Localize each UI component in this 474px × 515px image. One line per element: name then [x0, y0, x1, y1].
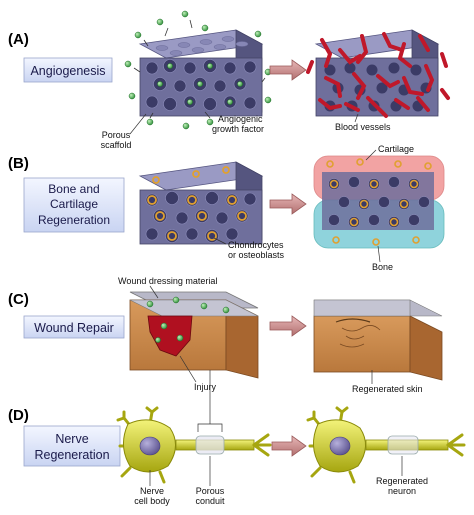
seeded-cells: [147, 166, 247, 241]
label-neuron: neuron: [388, 486, 416, 496]
panel-b: (B) Bone and Cartilage Regeneration Chon…: [8, 144, 445, 272]
regenerated-neuron: [306, 406, 466, 484]
vascularized-scaffold: [306, 29, 450, 118]
title-box: [23, 315, 125, 339]
transform-arrow: [269, 193, 307, 215]
seeded-scaffold-block: [138, 161, 264, 245]
transform-arrow: [269, 315, 307, 337]
label-porous: Porous: [102, 130, 131, 140]
panel-letter: (B): [8, 155, 29, 172]
porous-conduit: [195, 435, 225, 455]
panel-a: (A) Angiogenesis: [8, 10, 450, 150]
title-box: [23, 57, 113, 83]
nerve-with-conduit: [116, 406, 272, 484]
panel-title: Angiogenesis: [30, 64, 105, 78]
label-chondrocytes: Chondrocytes: [228, 240, 284, 250]
label-wound-dressing: Wound dressing material: [118, 276, 217, 286]
blood-vessels: [306, 32, 450, 118]
label-porous-d: Porous: [196, 486, 225, 496]
title-box: [23, 177, 125, 233]
label-conduit: conduit: [195, 496, 225, 506]
panel-letter: (D): [8, 407, 29, 424]
panel-title-line1: Nerve: [55, 432, 88, 446]
transform-arrow: [269, 59, 307, 81]
label-growth-factor: growth factor: [212, 124, 264, 134]
panel-d: (D) Nerve Regeneration Nerve cell body P…: [8, 370, 466, 506]
nucleus: [139, 436, 161, 456]
wound: [147, 315, 193, 357]
porous-scaffold-block: [138, 29, 264, 117]
regenerated-tissue-block: [313, 155, 445, 249]
label-injury: Injury: [194, 382, 217, 392]
label-cell-body: cell body: [134, 496, 170, 506]
label-scaffold: scaffold: [101, 140, 132, 150]
panel-title-line2: Cartilage: [50, 197, 98, 211]
panel-title-line1: Bone and: [48, 182, 99, 196]
panel-title-line2: Regeneration: [34, 448, 109, 462]
label-angiogenic: Angiogenic: [218, 114, 263, 124]
panel-c: (C) Wound Repair Wound dressing material…: [8, 276, 443, 394]
angiogenic-growth-factor-dots: [124, 10, 272, 130]
label-cartilage: Cartilage: [378, 144, 414, 154]
regenerated-skin-block: [313, 299, 443, 381]
panel-letter: (C): [8, 291, 29, 308]
label-bone: Bone: [372, 262, 393, 272]
transform-arrow: [271, 435, 307, 457]
label-blood-vessels: Blood vessels: [335, 122, 391, 132]
factor-arrows: [133, 19, 266, 119]
label-nerve: Nerve: [140, 486, 164, 496]
panel-title-line3: Regeneration: [38, 213, 110, 227]
label-regenerated-skin: Regenerated skin: [352, 384, 423, 394]
label-osteoblasts: or osteoblasts: [228, 250, 285, 260]
label-regenerated: Regenerated: [376, 476, 428, 486]
panel-title: Wound Repair: [34, 321, 114, 335]
panel-letter: (A): [8, 31, 29, 48]
wound-skin-block: [129, 291, 259, 379]
